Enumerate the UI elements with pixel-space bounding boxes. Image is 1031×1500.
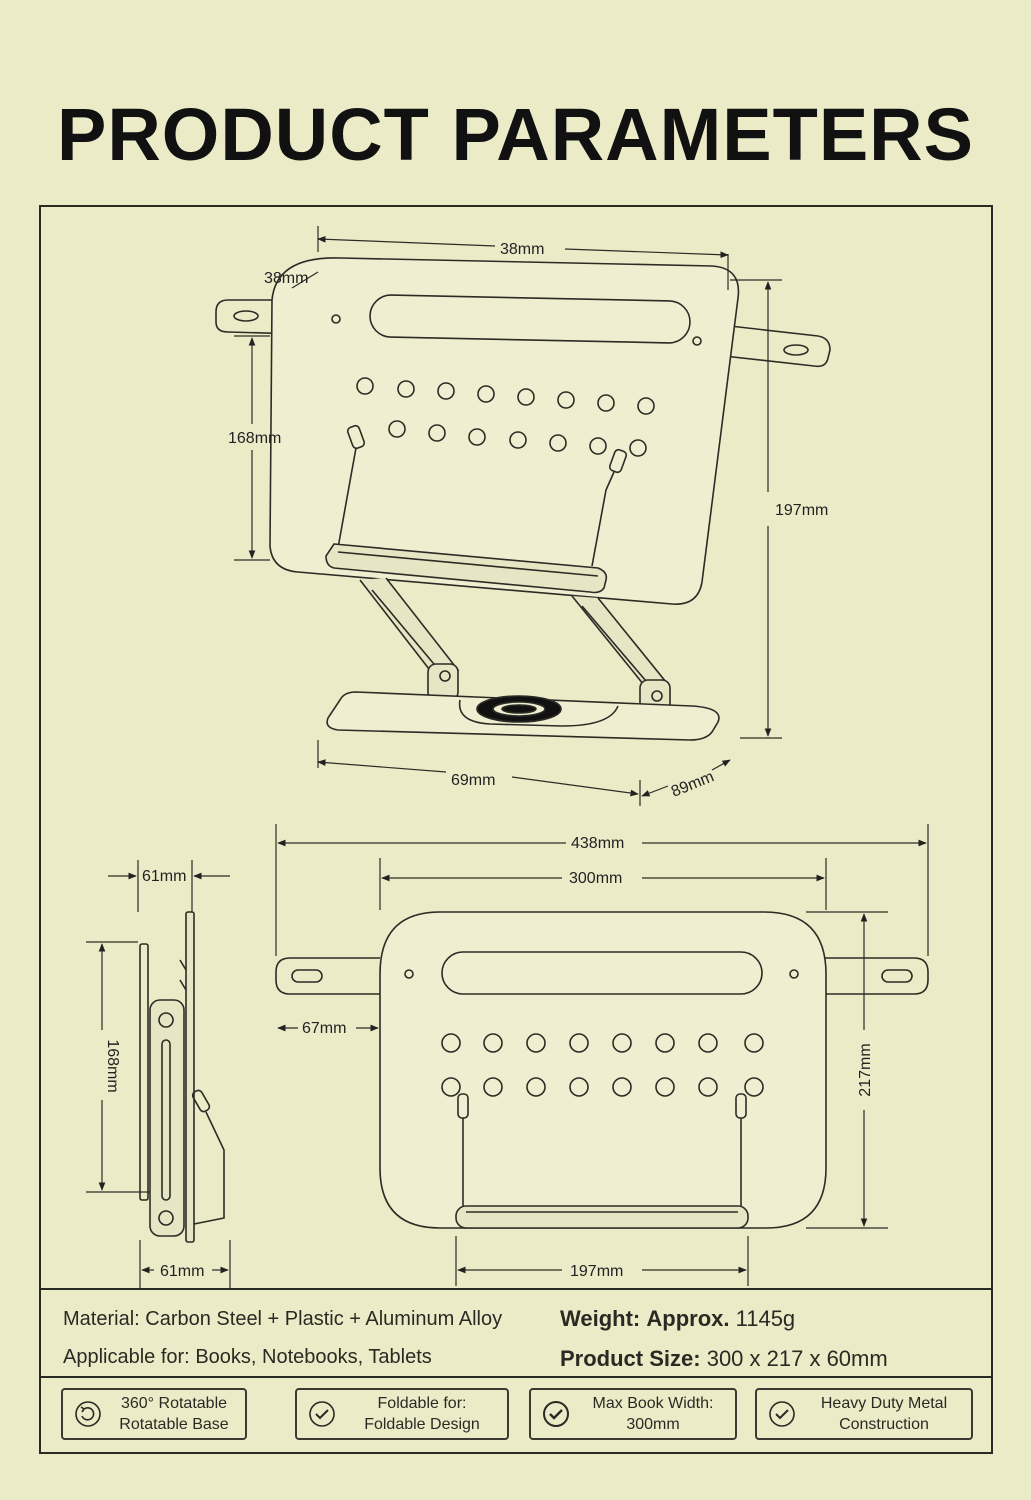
check-circle-icon xyxy=(541,1399,571,1429)
spec-weight-approx: Approx. xyxy=(646,1306,730,1331)
dim-base-depth: 89mm xyxy=(669,768,717,800)
handle-slot xyxy=(369,294,691,344)
dim-top-width: 38mm xyxy=(500,241,544,258)
dim-front-height: 217mm xyxy=(857,1043,874,1096)
front-panel xyxy=(379,911,827,1229)
feature-line1: Foldable for: xyxy=(377,1395,467,1412)
front-book-ledge xyxy=(455,1205,749,1229)
side-view xyxy=(139,911,225,1243)
dim-side-bottom-width: 61mm xyxy=(160,1263,204,1280)
spec-applicable: Applicable for: Books, Notebooks, Tablet… xyxy=(63,1346,432,1369)
dim-front-tab: 67mm xyxy=(302,1020,346,1037)
feature-line2: Foldable Design xyxy=(364,1416,480,1433)
page-title: PRODUCT PARAMETERS xyxy=(57,93,974,176)
spec-applicable-label: Applicable for: xyxy=(63,1346,190,1368)
feature-line1: Max Book Width: xyxy=(592,1395,714,1412)
spec-panel: Material: Carbon Steel + Plastic + Alumi… xyxy=(39,1290,993,1378)
feature-line1: 360° Rotatable xyxy=(120,1395,228,1412)
perspective-view xyxy=(215,257,831,741)
vent-holes xyxy=(356,377,655,457)
check-circle-icon xyxy=(307,1399,337,1429)
check-circle-icon xyxy=(767,1399,797,1429)
spec-size-label: Product Size: xyxy=(560,1346,701,1371)
rotate-icon xyxy=(73,1399,103,1429)
feature-max-width: Max Book Width: 300mm xyxy=(529,1388,737,1440)
feature-line2: Rotatable Base xyxy=(119,1416,229,1433)
spec-size-value: 300 x 217 x 60mm xyxy=(706,1346,888,1371)
dim-top-left: 38mm xyxy=(264,270,308,287)
dim-side-top-width: 61mm xyxy=(142,868,186,885)
left-mount-tab xyxy=(215,299,302,335)
spec-material-label: Material: xyxy=(63,1308,140,1330)
spec-weight-label: Weight: xyxy=(560,1306,641,1331)
right-page-clip xyxy=(608,448,628,474)
front-left-tab xyxy=(275,957,380,995)
dim-top-height-right: 197mm xyxy=(775,502,828,519)
dim-front-panel: 300mm xyxy=(569,870,622,887)
front-handle-slot xyxy=(441,951,763,995)
dim-base-width: 69mm xyxy=(451,772,495,789)
feature-foldable: Foldable for: Foldable Design xyxy=(295,1388,509,1440)
feature-line1: Heavy Duty Metal xyxy=(820,1395,948,1412)
spec-weight: Weight: Approx. 1145g xyxy=(560,1306,795,1332)
front-right-tab xyxy=(824,957,929,995)
front-view xyxy=(275,911,929,1229)
spec-applicable-value: Books, Notebooks, Tablets xyxy=(195,1346,432,1368)
left-page-clip xyxy=(346,424,366,450)
left-tab-slot xyxy=(233,310,259,322)
dim-front-ledge: 197mm xyxy=(570,1263,623,1280)
spec-material-value: Carbon Steel + Plastic + Aluminum Alloy xyxy=(145,1308,503,1330)
diagram-frame xyxy=(39,205,993,1290)
front-vent-holes xyxy=(441,1033,764,1097)
book-ledge xyxy=(325,543,608,594)
dim-side-height: 168mm xyxy=(104,1039,121,1092)
right-mount-tab xyxy=(723,325,831,368)
spec-size: Product Size: 300 x 217 x 60mm xyxy=(560,1346,888,1372)
dim-top-height-left: 168mm xyxy=(228,430,281,447)
feature-line2: Construction xyxy=(839,1416,929,1433)
spec-weight-value: 1145g xyxy=(735,1306,796,1331)
side-panel xyxy=(185,911,195,1243)
dim-front-overall: 438mm xyxy=(571,835,624,852)
side-arm xyxy=(149,999,185,1237)
spec-material: Material: Carbon Steel + Plastic + Alumi… xyxy=(63,1308,502,1331)
feature-line2: 300mm xyxy=(626,1416,680,1433)
top-panel xyxy=(269,257,740,605)
